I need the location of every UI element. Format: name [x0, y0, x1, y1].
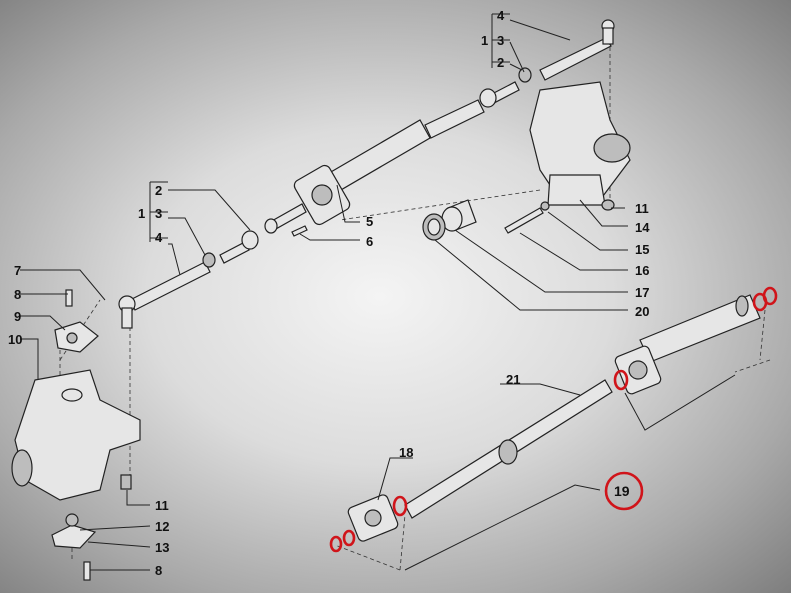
callout-9[interactable]: 9	[14, 309, 21, 324]
callout-2-upper[interactable]: 2	[497, 55, 504, 70]
callout-15[interactable]: 15	[635, 242, 649, 257]
callout-6[interactable]: 6	[366, 234, 373, 249]
callout-4-left[interactable]: 4	[155, 230, 163, 245]
steering-cylinder	[264, 99, 485, 237]
highlighted-callout-19[interactable]: 19	[604, 471, 644, 511]
callout-4-upper[interactable]: 4	[497, 8, 505, 23]
right-steering-knuckle	[529, 81, 631, 211]
leader-lines	[20, 13, 736, 571]
callout-13[interactable]: 13	[155, 540, 169, 555]
callout-11-right[interactable]: 11	[635, 201, 649, 216]
highlight-circle	[604, 471, 644, 511]
left-steering-knuckle	[11, 289, 141, 581]
callout-20[interactable]: 20	[635, 304, 649, 319]
callout-21[interactable]: 21	[506, 372, 520, 387]
callout-7[interactable]: 7	[14, 263, 21, 278]
bushing-parts	[422, 199, 550, 241]
left-tie-rod-assembly	[118, 230, 259, 329]
callout-10[interactable]: 10	[8, 332, 22, 347]
seal-kit-orings	[329, 286, 778, 553]
part-callouts: 4 1 3 2 2 1 3 4 5 6 7 8 9 10 11 14 15 16…	[8, 8, 650, 578]
callout-12[interactable]: 12	[155, 519, 169, 534]
callout-16[interactable]: 16	[635, 263, 649, 278]
callout-2-left[interactable]: 2	[155, 183, 162, 198]
callout-3-upper[interactable]: 3	[497, 33, 504, 48]
callout-18[interactable]: 18	[399, 445, 413, 460]
callout-8-lower[interactable]: 8	[155, 563, 162, 578]
callout-19[interactable]: 19	[614, 483, 630, 499]
callout-17[interactable]: 17	[635, 285, 649, 300]
lower-cylinder-assembly	[347, 294, 761, 542]
upper-tie-rod-assembly	[479, 19, 615, 108]
callout-5[interactable]: 5	[366, 214, 373, 229]
callout-1-left[interactable]: 1	[138, 206, 145, 221]
callout-11-left[interactable]: 11	[155, 498, 169, 513]
alignment-lines	[59, 40, 771, 571]
callout-8-upper[interactable]: 8	[14, 287, 21, 302]
callout-3-left[interactable]: 3	[155, 206, 162, 221]
callout-1-upper[interactable]: 1	[481, 33, 488, 48]
callout-14[interactable]: 14	[635, 220, 650, 235]
